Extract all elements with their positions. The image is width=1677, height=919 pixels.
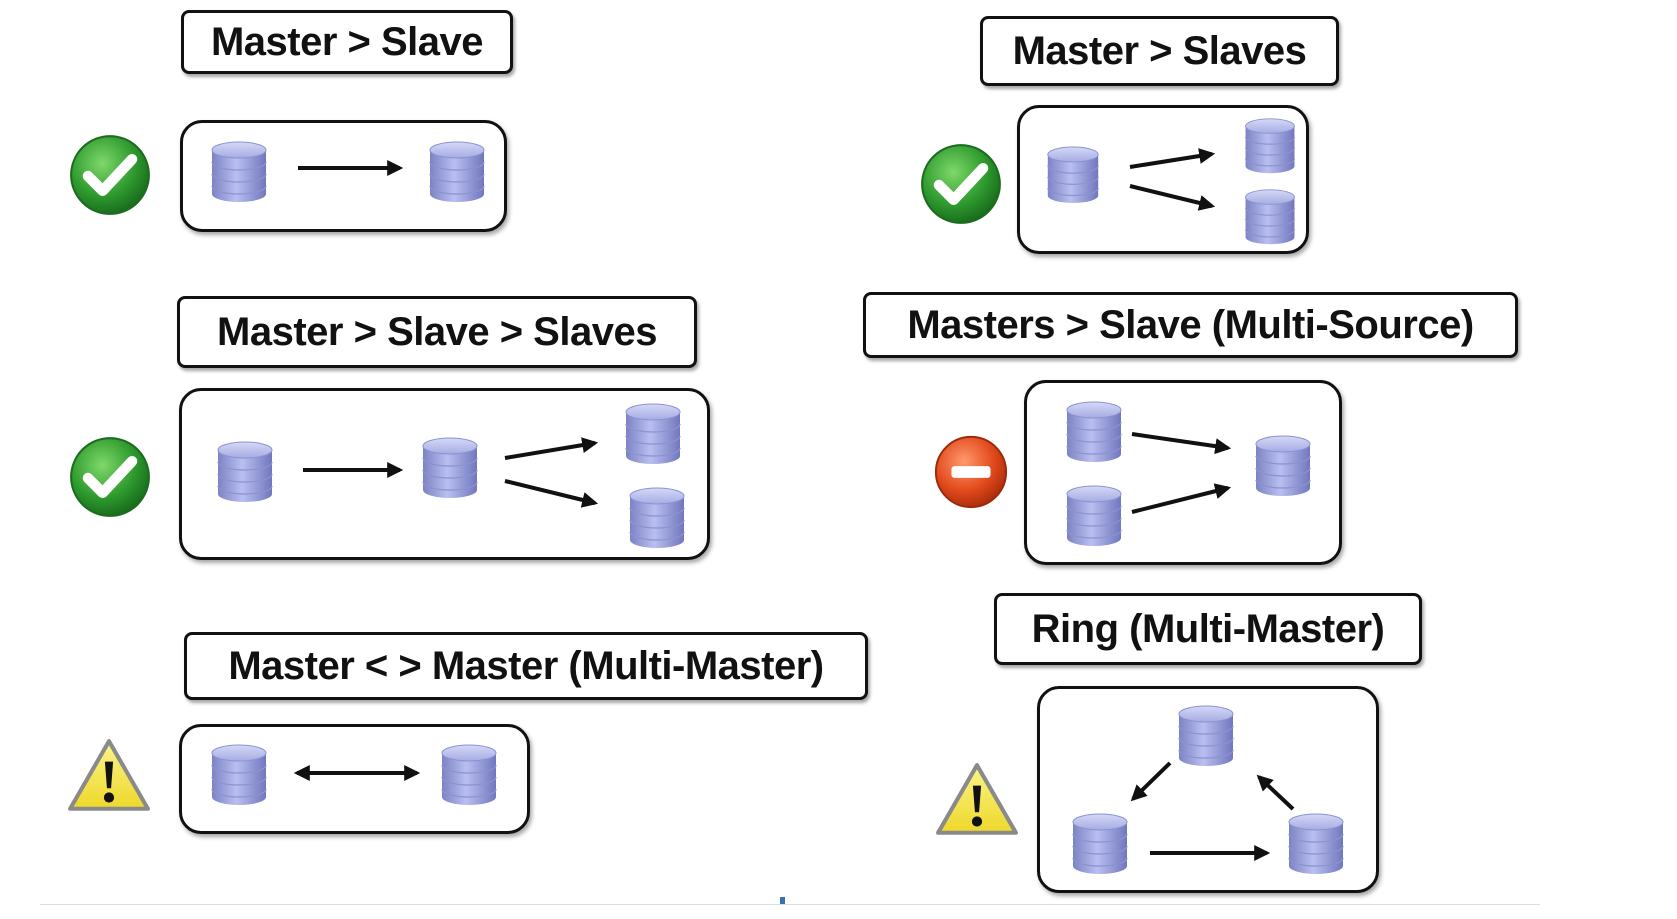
replication-arrow — [1129, 184, 1216, 211]
database-icon-slave — [625, 403, 681, 465]
database-icon-master — [211, 744, 267, 806]
replication-arrow — [1131, 483, 1232, 514]
replication-arrow — [1129, 148, 1216, 169]
replication-arrow — [504, 437, 599, 460]
database-icon-slave — [429, 141, 485, 203]
topology-title-master-slaves: Master > Slaves — [980, 16, 1339, 86]
topology-title-ring: Ring (Multi-Master) — [994, 593, 1422, 665]
database-icon-slave — [422, 437, 478, 499]
database-icon-master — [217, 441, 273, 503]
database-icon-master — [1288, 813, 1344, 875]
database-icon-master — [1047, 146, 1099, 204]
topology-title-multi-master: Master < > Master (Multi-Master) — [184, 632, 868, 700]
database-icon-master — [211, 141, 267, 203]
database-icon-master — [1066, 401, 1122, 463]
database-icon-master — [1178, 705, 1234, 767]
topology-title-master-slave-slaves: Master > Slave > Slaves — [177, 296, 697, 368]
database-icon-slave — [1244, 118, 1296, 174]
database-icon-master — [1072, 813, 1128, 875]
replication-arrow — [1256, 774, 1295, 811]
topology-title-multi-source: Masters > Slave (Multi-Source) — [863, 292, 1518, 358]
database-icon-master — [441, 744, 497, 806]
divider — [40, 904, 1540, 905]
replication-arrow — [1131, 432, 1232, 455]
database-icon-slave — [629, 487, 685, 549]
replication-arrow — [1130, 761, 1172, 802]
replication-arrow — [504, 479, 599, 508]
database-icon-master — [1066, 485, 1122, 547]
scroll-marker — [780, 897, 785, 904]
database-icon-slave — [1255, 435, 1311, 497]
database-icon-slave — [1244, 189, 1296, 245]
topology-title-master-slave: Master > Slave — [181, 10, 513, 74]
